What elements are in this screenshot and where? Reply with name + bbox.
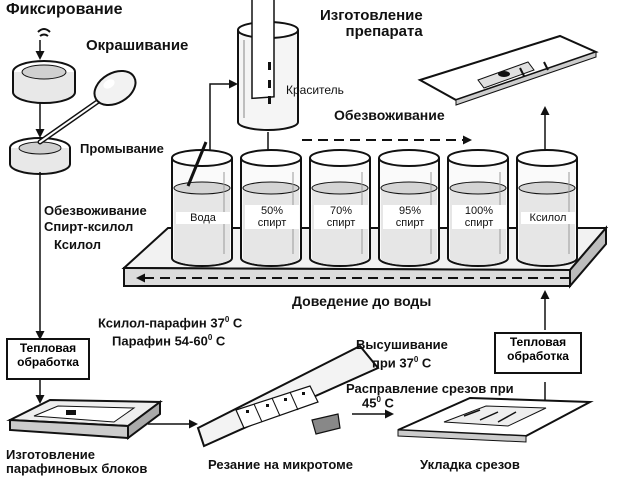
xylene-paraffin-degree: 0 <box>224 315 230 324</box>
cylinder-label-3: 70%спирт <box>314 205 368 230</box>
heat-right-line1: Тепловая <box>509 335 567 349</box>
cylinder-label-2: 50%спирт <box>245 205 299 230</box>
staining-dish-icon <box>9 137 71 175</box>
blocks-label: Изготовление парафиновых блоков <box>6 448 147 475</box>
preparation-label-line2: препарата <box>345 22 423 40</box>
dye-jar-icon <box>237 0 299 131</box>
paraffin-text: Парафин 54-60 <box>112 333 208 349</box>
straightening-line1: Расправление срезов при <box>346 381 514 396</box>
cylinder-label-line1: 50% <box>260 205 284 217</box>
cylinder-label-line1: 95% <box>398 205 422 217</box>
xylene-label: Ксилол <box>54 237 101 252</box>
glass-rod <box>186 141 208 187</box>
section-slide-icon <box>397 396 594 443</box>
bring-to-water-label: Доведение до воды <box>292 293 432 309</box>
straightening-degree: 0 <box>376 394 381 404</box>
cylinder-label-1: Вода <box>176 212 230 225</box>
paraffin-label: Парафин 54-600 С <box>112 333 226 349</box>
drying-label: Высушивание при 370 С <box>356 338 448 370</box>
drying-line1: Высушивание <box>356 337 448 352</box>
dye-label: Краситель <box>286 83 344 97</box>
preparation-label: Изготовление препарата <box>320 8 423 40</box>
blocks-line2: парафиновых блоков <box>6 460 148 476</box>
heat-treatment-box-right: Тепловая обработка <box>494 332 582 374</box>
pipette-icon <box>37 69 137 145</box>
fixation-dish-icon <box>12 28 76 104</box>
cylinder-label-line2: спирт <box>257 217 287 230</box>
prepared-slide-icon <box>417 34 599 106</box>
straightening-unit: С <box>380 394 394 410</box>
heat-right-line2: обработка <box>507 348 569 363</box>
cylinder-1 <box>171 149 233 267</box>
cylinder-label-line2: спирт <box>326 217 356 230</box>
heat-left-line1: Тепловая <box>19 341 77 355</box>
cylinder-label-6: Ксилол <box>521 212 575 225</box>
drying-unit: С <box>418 354 432 370</box>
blocks-line1: Изготовление <box>6 447 96 462</box>
preparation-label-line1: Изготовление <box>320 7 423 24</box>
xylene-paraffin-unit: С <box>229 315 243 331</box>
heat-treatment-box-left: Тепловая обработка <box>6 338 90 380</box>
paraffin-tray-icon <box>6 398 163 440</box>
staining-label: Окрашивание <box>86 37 189 54</box>
cylinder-label-line2: спирт <box>395 217 425 230</box>
xylene-paraffin-label: Ксилол-парафин 370 С <box>98 315 243 331</box>
cylinder-label-4: 95%спирт <box>383 205 437 230</box>
fixation-label: Фиксирование <box>6 1 123 18</box>
drying-degree: 0 <box>413 354 419 364</box>
dehydration-top-label: Обезвоживание <box>334 107 445 123</box>
cylinder-6 <box>516 149 578 267</box>
microtome-label: Резание на микротоме <box>208 457 353 472</box>
laying-label: Укладка срезов <box>420 457 520 472</box>
cylinder-label-line2: спирт <box>464 217 494 230</box>
heat-left-line2: обработка <box>17 354 79 369</box>
straightening-label: Расправление срезов при 450 С <box>346 382 514 410</box>
cylinder-label-line1: Вода <box>190 212 216 224</box>
cylinder-label-line1: Ксилол <box>529 212 567 224</box>
drying-line2: при 37 <box>372 354 414 370</box>
rinsing-label: Промывание <box>80 141 164 156</box>
alcohol-xylene-label: Спирт-ксилол <box>44 219 134 234</box>
cylinder-label-line1: 70% <box>329 205 353 217</box>
microtome-icon <box>196 344 380 448</box>
dehydration-left-label: Обезвоживание <box>44 203 147 218</box>
straightening-line2: 45 <box>362 394 377 410</box>
paraffin-unit: С <box>212 333 226 349</box>
cylinder-label-5: 100%спирт <box>452 205 506 230</box>
xylene-paraffin-text: Ксилол-парафин 37 <box>98 315 225 331</box>
paraffin-degree: 0 <box>207 333 213 342</box>
cylinder-label-line1: 100% <box>464 205 494 217</box>
